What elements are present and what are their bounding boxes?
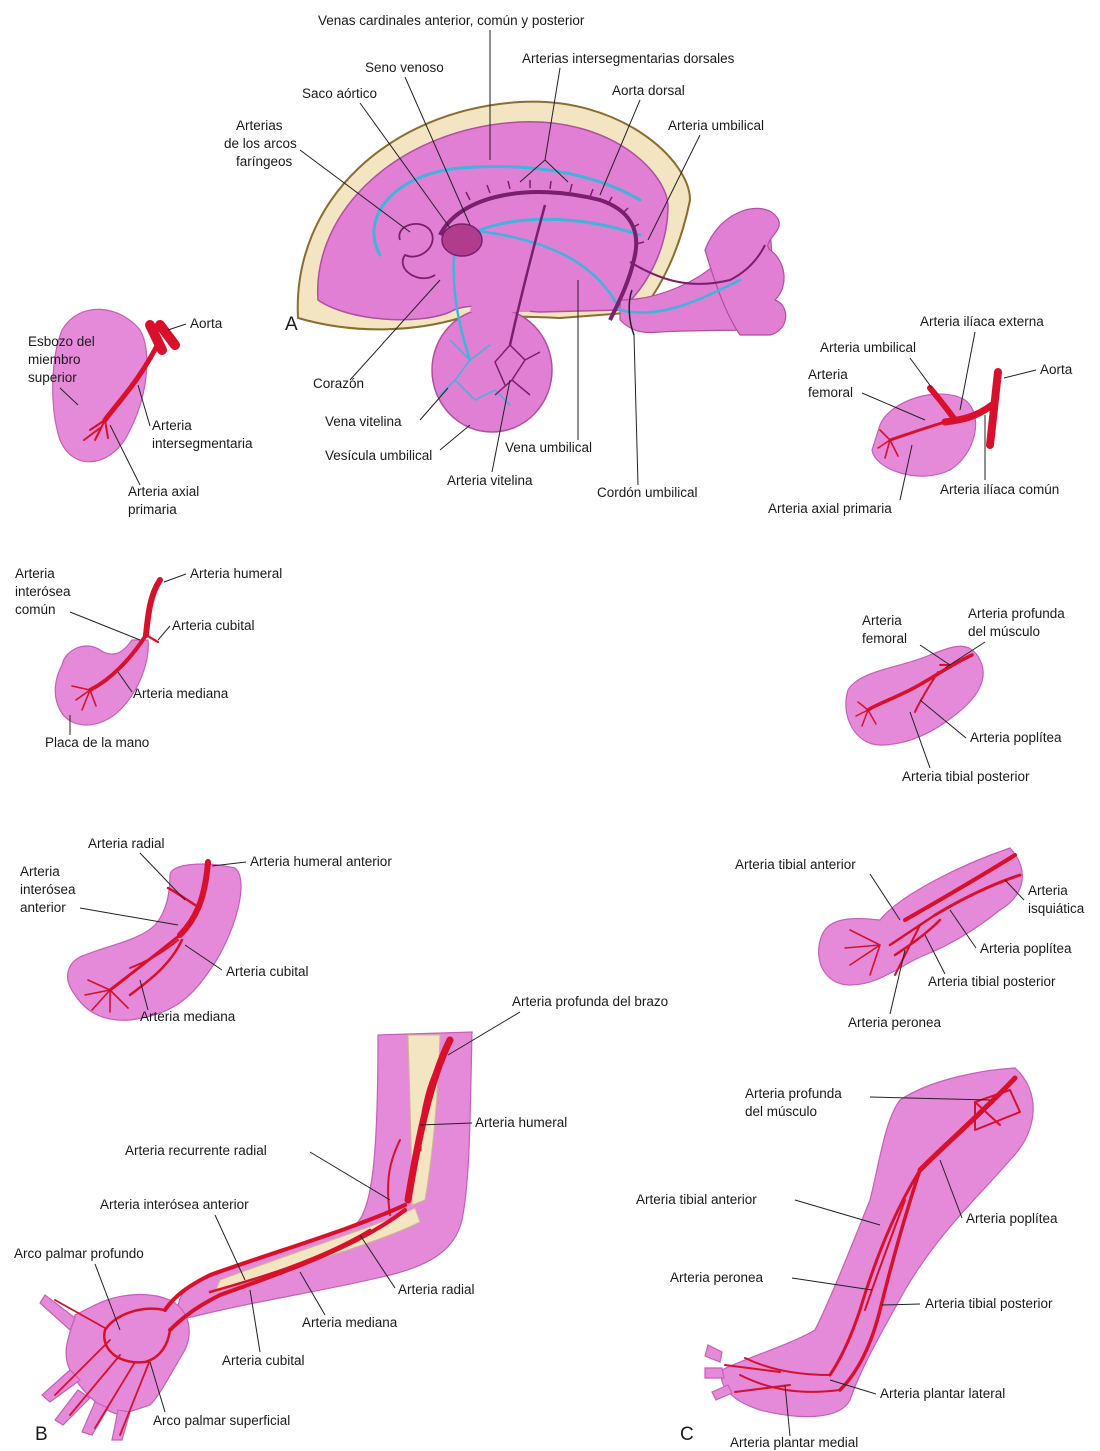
upper-limb-stage3-illustration: [68, 862, 241, 1020]
label-hand-plate: Placa de la mano: [45, 735, 149, 750]
label-popliteal-stage2: Arteria poplítea: [970, 730, 1062, 745]
label-ulnar-stage3: Arteria cubital: [226, 964, 309, 979]
label-femoral-lower: Arteria femoral: [808, 367, 853, 400]
label-radial-stage3: Arteria radial: [88, 836, 165, 851]
brachial-stage2: [146, 580, 160, 635]
upper-limb-stage2-illustration: [55, 580, 160, 725]
label-umbilical-artery: Arteria umbilical: [668, 118, 764, 133]
label-femoral-stage2: Arteria femoral: [862, 613, 907, 646]
label-cardinal-veins: Venas cardinales anterior, común y poste…: [318, 13, 585, 28]
label-aorta-lower: Aorta: [1040, 362, 1073, 377]
upper-stage3-shape: [68, 864, 241, 1020]
label-anterior-interosseous-stage3: Arteria interósea anterior: [20, 864, 79, 915]
label-pharyngeal-arch-arteries: Arterias de los arcos faríngeos: [224, 118, 301, 169]
label-ulnar-final: Arteria cubital: [222, 1353, 305, 1368]
label-umbilical-lower: Arteria umbilical: [820, 340, 916, 355]
leader-umbilical-lower: [910, 358, 932, 388]
label-aortic-sac: Saco aórtico: [302, 86, 377, 101]
label-sinus-venosus: Seno venoso: [365, 60, 444, 75]
label-median-final: Arteria mediana: [302, 1315, 398, 1330]
label-common-iliac: Arteria ilíaca común: [940, 482, 1059, 497]
label-anterior-interosseous-final: Arteria interósea anterior: [100, 1197, 249, 1212]
label-axial-primary-lower: Arteria axial primaria: [768, 501, 892, 516]
label-radial-recurrent: Arteria recurrente radial: [125, 1143, 267, 1158]
label-ulnar-stage2: Arteria cubital: [172, 618, 255, 633]
label-umbilical-vesicle: Vesícula umbilical: [325, 448, 432, 463]
panel-label-c: C: [680, 1424, 694, 1445]
lower-limb-bud-illustration: [872, 372, 998, 476]
final-leg-illustration: [705, 1068, 1033, 1417]
lower-limb-bud-shape: [872, 394, 976, 476]
label-aorta-upper: Aorta: [190, 316, 223, 331]
label-intersegmental-arteries: Arterias intersegmentarias dorsales: [522, 51, 735, 66]
panel-label-a: A: [285, 314, 298, 335]
label-anterior-tibial-stage3: Arteria tibial anterior: [735, 857, 856, 872]
leader-common-interosseous: [70, 612, 140, 640]
label-external-iliac: Arteria ilíaca externa: [920, 314, 1044, 329]
label-sciatic: Arteria isquiática: [1028, 883, 1085, 916]
label-median-stage2: Arteria mediana: [133, 686, 229, 701]
label-vitelline-artery: Arteria vitelina: [447, 473, 533, 488]
label-anterior-brachial: Arteria humeral anterior: [250, 854, 392, 869]
label-fibular-final: Arteria peronea: [670, 1270, 764, 1285]
panel-label-b: B: [35, 1424, 48, 1445]
leader-aorta-lower: [1004, 370, 1036, 378]
label-deep-brachial: Arteria profunda del brazo: [512, 994, 668, 1009]
label-deep-femoral-final: Arteria profunda del músculo: [745, 1086, 846, 1119]
label-medial-plantar: Arteria plantar medial: [730, 1435, 858, 1450]
label-deep-femoral-stage2: Arteria profunda del músculo: [968, 606, 1069, 639]
embryo-illustration: [298, 102, 786, 432]
label-heart: Corazón: [313, 376, 364, 391]
lower-limb-stage2-illustration: [846, 646, 983, 745]
umbilical-vesicle-sac: [432, 308, 552, 432]
leg-shape: [721, 1068, 1033, 1417]
leader-ulnar-stage2: [158, 626, 170, 640]
label-fibular-stage3: Arteria peronea: [848, 1015, 942, 1030]
label-lateral-plantar: Arteria plantar lateral: [880, 1386, 1005, 1401]
label-superficial-palmar-arch: Arco palmar superficial: [153, 1413, 290, 1428]
label-posterior-tibial-final: Arteria tibial posterior: [925, 1296, 1053, 1311]
label-median-stage3: Arteria mediana: [140, 1009, 236, 1024]
label-brachial-final: Arteria humeral: [475, 1115, 567, 1130]
label-popliteal-final: Arteria poplítea: [966, 1211, 1058, 1226]
leader-external-iliac: [960, 332, 975, 410]
label-intersegmental-artery: Arteria intersegmentaria: [152, 418, 253, 451]
leader-anterior-tibial-stage3: [870, 874, 900, 920]
leader-brachial-stage2: [164, 574, 186, 582]
label-brachial-stage2: Arteria humeral: [190, 566, 282, 581]
label-posterior-tibial-stage2: Arteria tibial posterior: [902, 769, 1030, 784]
label-dorsal-aorta: Aorta dorsal: [612, 83, 685, 98]
label-deep-palmar-arch: Arco palmar profundo: [14, 1246, 144, 1261]
label-axial-primary-upper: Arteria axial primaria: [128, 484, 203, 517]
label-radial-final: Arteria radial: [398, 1282, 475, 1297]
leader-anterior-brachial: [212, 862, 246, 866]
final-arm-illustration: [40, 1032, 472, 1440]
label-umbilical-vein: Vena umbilical: [505, 440, 592, 455]
leader-aorta-upper: [168, 324, 186, 330]
label-common-interosseous: Arteria interósea común: [15, 566, 74, 617]
embryo-body: [318, 122, 668, 320]
label-posterior-tibial-stage3: Arteria tibial posterior: [928, 974, 1056, 989]
leader-umbilical-cord: [634, 335, 638, 485]
label-popliteal-stage3: Arteria poplítea: [980, 941, 1072, 956]
leader-umbilical-vesicle: [440, 425, 470, 450]
heart-shape: [442, 224, 482, 256]
label-vitelline-vein: Vena vitelina: [325, 414, 402, 429]
label-anterior-tibial-final: Arteria tibial anterior: [636, 1192, 757, 1207]
label-umbilical-cord: Cordón umbilical: [597, 485, 698, 500]
